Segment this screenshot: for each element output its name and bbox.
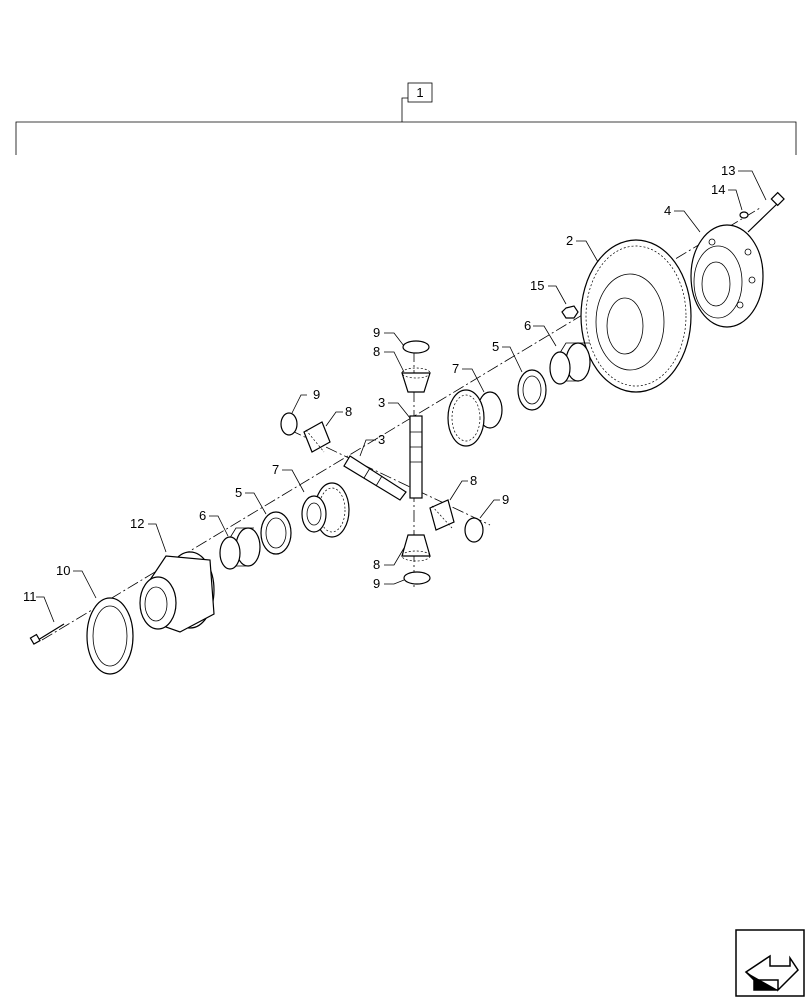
callout-6-right: 6 xyxy=(524,318,531,333)
callout-10: 10 xyxy=(56,563,70,578)
bearing-right xyxy=(549,342,591,385)
shim-ring-right xyxy=(517,369,547,411)
lock-plate xyxy=(86,597,134,675)
pinion-gear-bottom xyxy=(401,534,431,562)
callout-3-mid: 3 xyxy=(378,432,385,447)
callout-15: 15 xyxy=(530,278,544,293)
thrust-washer-right xyxy=(464,517,484,543)
assembly-label: 1 xyxy=(416,85,423,100)
callout-2: 2 xyxy=(566,233,573,248)
callout-9-top: 9 xyxy=(373,325,380,340)
callout-3-top: 3 xyxy=(378,395,385,410)
callout-13: 13 xyxy=(721,163,735,178)
assembly-bracket: 1 xyxy=(15,82,797,155)
callout-9-right: 9 xyxy=(502,492,509,507)
side-gear-left xyxy=(301,482,350,538)
callout-14: 14 xyxy=(711,182,725,197)
thrust-washer-bottom xyxy=(403,571,431,585)
callout-8-bottom: 8 xyxy=(373,557,380,572)
callout-7-right: 7 xyxy=(452,361,459,376)
shim-ring-left xyxy=(260,511,292,555)
thrust-washer-left xyxy=(280,412,298,436)
callout-8-top: 8 xyxy=(373,344,380,359)
pinion-gear-top xyxy=(401,367,431,393)
callout-5-right: 5 xyxy=(492,339,499,354)
callout-labels: 13 14 4 2 15 6 5 7 9 8 3 9 8 3 7 5 6 xyxy=(23,163,767,623)
callout-5-left: 5 xyxy=(235,485,242,500)
bolt-13 xyxy=(747,191,785,233)
callout-7-left: 7 xyxy=(272,462,279,477)
spider-shaft-horizontal xyxy=(343,455,407,501)
assembly-label-box xyxy=(407,82,433,103)
flange-housing xyxy=(690,224,764,328)
pinion-gear-right xyxy=(429,499,455,531)
side-gear-right xyxy=(447,389,503,447)
thrust-washer-top xyxy=(402,340,430,354)
callout-9-left: 9 xyxy=(313,387,320,402)
callout-4: 4 xyxy=(664,203,671,218)
bearing-left xyxy=(219,527,261,570)
ring-gear xyxy=(580,239,692,393)
spider-shaft-vertical xyxy=(409,415,423,499)
callout-11: 11 xyxy=(23,589,37,604)
washer-14 xyxy=(739,211,749,219)
callout-9-bottom: 9 xyxy=(373,576,380,591)
callout-8-left: 8 xyxy=(345,404,352,419)
callout-8-right: 8 xyxy=(470,473,477,488)
differential-case xyxy=(139,551,215,633)
pinion-gear-left xyxy=(303,421,331,453)
callout-6-left: 6 xyxy=(199,508,206,523)
nut-15 xyxy=(561,305,579,319)
callout-12: 12 xyxy=(130,516,144,531)
direction-arrow-icon[interactable] xyxy=(735,929,805,997)
bolt-11 xyxy=(29,623,65,645)
